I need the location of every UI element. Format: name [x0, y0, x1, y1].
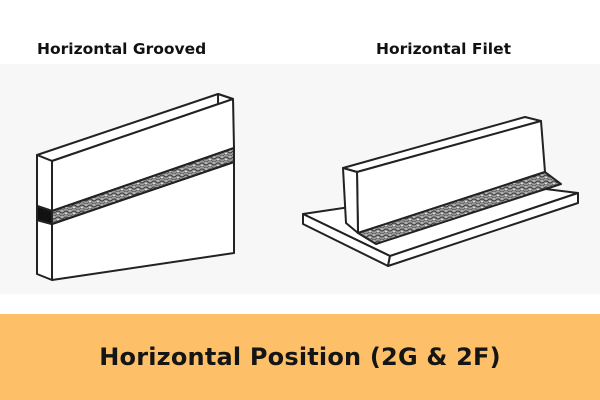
banner-title: Horizontal Position (2G & 2F) [99, 343, 501, 371]
welding-illustration [0, 64, 600, 294]
horizontal-grooved-label: Horizontal Grooved [37, 40, 207, 58]
grooved-joint-drawing [36, 93, 235, 281]
horizontal-filet-label: Horizontal Filet [376, 40, 511, 58]
title-banner: Horizontal Position (2G & 2F) [0, 314, 600, 400]
filet-joint-drawing [302, 116, 579, 267]
